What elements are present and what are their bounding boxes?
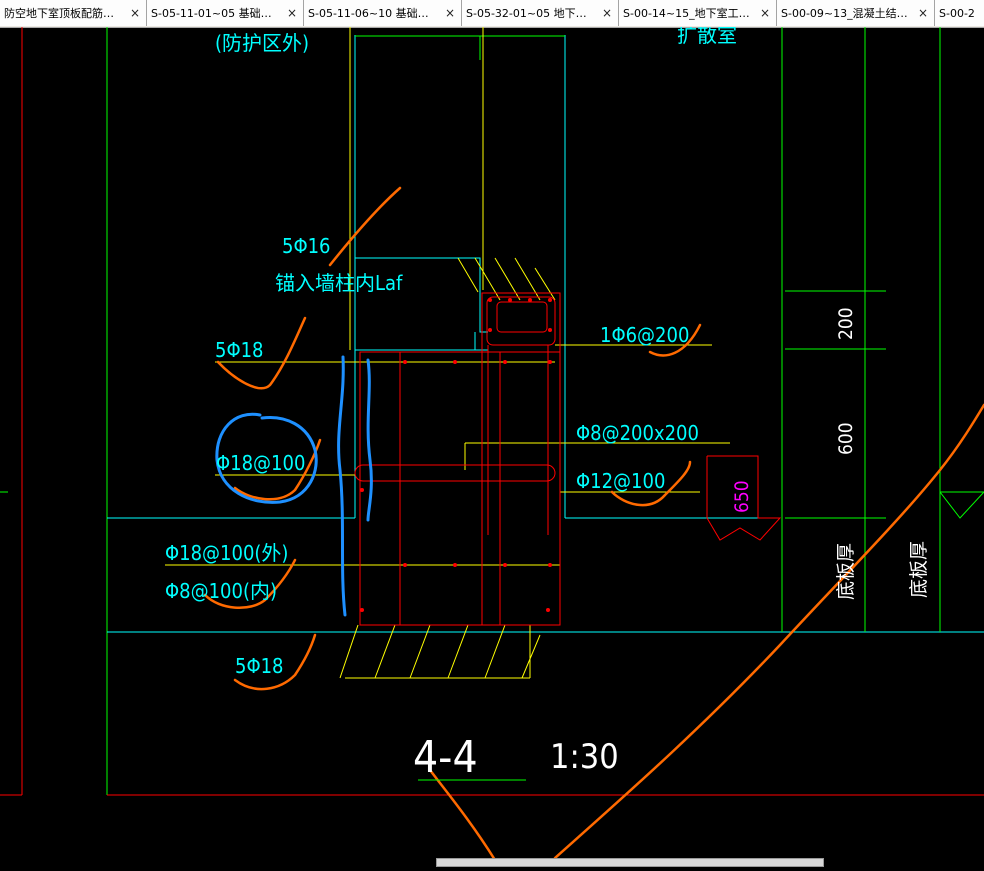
- tab-drawing-7[interactable]: S-00-2: [935, 0, 984, 26]
- section-scale-label: 1:30: [550, 737, 619, 777]
- tab-label: 防空地下室顶板配筋…: [4, 7, 114, 20]
- concrete-outline: [107, 35, 984, 633]
- dimension-650-label: 650: [731, 480, 753, 513]
- close-icon[interactable]: ×: [917, 6, 928, 20]
- top-note-label: (防护区外): [215, 31, 309, 55]
- tab-drawing-4[interactable]: S-05-32-01~05 地下… ×: [462, 0, 619, 26]
- section-title: 4-4 1:30: [413, 732, 619, 783]
- rebar-phi12-100-label: Φ12@100: [576, 469, 665, 493]
- rebar-5phi18-top-label: 5Φ18: [215, 338, 264, 362]
- rebar-5phi16-label: 5Φ16: [282, 234, 331, 258]
- horizontal-scrollbar[interactable]: [436, 858, 824, 867]
- rebar-phi18-out-label: Φ18@100(外): [165, 541, 288, 565]
- rebar-5phi18-bottom-label: 5Φ18: [235, 654, 284, 678]
- section-title-label: 4-4: [413, 732, 478, 783]
- tab-drawing-2[interactable]: S-05-11-01~05 基础… ×: [147, 0, 304, 26]
- rebar-phi8-200-label: Φ8@200x200: [576, 421, 699, 445]
- close-icon[interactable]: ×: [444, 6, 455, 20]
- dimension-lines: [355, 27, 984, 632]
- tab-drawing-1[interactable]: 防空地下室顶板配筋… ×: [0, 0, 147, 26]
- close-icon[interactable]: ×: [286, 6, 297, 20]
- rebar-phi18-100-label: Φ18@100: [216, 451, 305, 475]
- tab-label: S-05-11-06~10 基础…: [308, 7, 429, 20]
- drawing-frame: [0, 27, 984, 796]
- slab-thickness-label-1: 底板厚: [835, 543, 857, 600]
- tab-label: S-05-11-01~05 基础…: [151, 7, 272, 20]
- tab-label: S-00-09~13_混凝土结…: [781, 7, 908, 20]
- annotations: (防护区外) 扩散室 5Φ16 锚入墙柱内Laf 5Φ18 1Φ6@200 Φ1…: [165, 23, 737, 678]
- dimension-600-label: 600: [835, 422, 857, 455]
- rebar-1phi6-label: 1Φ6@200: [600, 323, 689, 347]
- tab-label: S-00-14~15_地下室工…: [623, 7, 750, 20]
- close-icon[interactable]: ×: [129, 6, 140, 20]
- dimension-200-label: 200: [835, 307, 857, 340]
- cad-drawing: (防护区外) 扩散室 5Φ16 锚入墙柱内Laf 5Φ18 1Φ6@200 Φ1…: [0, 23, 984, 862]
- tab-drawing-5[interactable]: S-00-14~15_地下室工… ×: [619, 0, 777, 26]
- slab-thickness-label-2: 底板厚: [908, 541, 930, 598]
- tab-drawing-6[interactable]: S-00-09~13_混凝土结… ×: [777, 0, 935, 26]
- top-right-note-label: 扩散室: [677, 27, 737, 47]
- reinforcement: [354, 292, 782, 626]
- tab-drawing-3[interactable]: S-05-11-06~10 基础… ×: [304, 0, 462, 26]
- cad-drawing-canvas[interactable]: (防护区外) 扩散室 5Φ16 锚入墙柱内Laf 5Φ18 1Φ6@200 Φ1…: [0, 23, 984, 867]
- close-icon[interactable]: ×: [601, 6, 612, 20]
- blue-markup: [215, 355, 373, 617]
- rebar-phi8-in-label: Φ8@100(内): [165, 579, 277, 603]
- close-icon[interactable]: ×: [759, 6, 770, 20]
- tab-label: S-05-32-01~05 地下…: [466, 7, 587, 20]
- rebar-dots: [360, 298, 552, 612]
- tab-label: S-00-2: [939, 6, 975, 20]
- orange-markup: [203, 186, 984, 862]
- drawing-tab-bar: 防空地下室顶板配筋… × S-05-11-01~05 基础… × S-05-11-0…: [0, 0, 984, 28]
- anchor-note-label: 锚入墙柱内Laf: [275, 271, 403, 295]
